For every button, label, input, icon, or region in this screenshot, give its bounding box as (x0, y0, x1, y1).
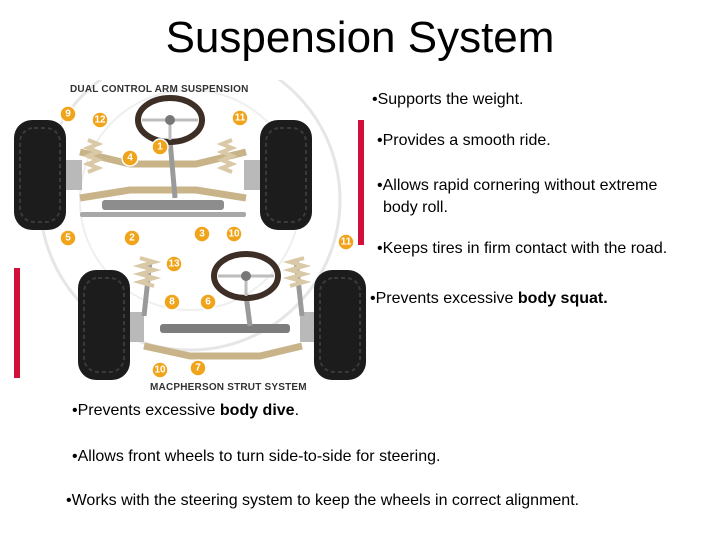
callout-top-10: 10 (225, 225, 243, 243)
svg-text:13: 13 (168, 259, 180, 270)
svg-text:4: 4 (127, 153, 133, 164)
callout-top-9: 9 (59, 105, 77, 123)
accent-bar-top (358, 120, 364, 245)
callout-top-4: 4 (121, 149, 139, 167)
callout-bottom-8: 8 (163, 293, 181, 311)
accent-bar-bottom (14, 268, 20, 378)
callout-top-3: 3 (193, 225, 211, 243)
bullet-tire-contact: •Keeps tires in firm contact with the ro… (377, 240, 668, 257)
bullet-body-dive-period: . (294, 402, 300, 419)
callout-top-5: 5 (59, 229, 77, 247)
top-left-tire (14, 120, 66, 230)
svg-text:11: 11 (235, 113, 246, 124)
bullet-body-squat: •Prevents excessive body squat. (370, 288, 608, 309)
callout-bottom-7: 7 (189, 359, 207, 377)
bullet-smooth-ride: •Provides a smooth ride. (377, 132, 551, 149)
bottom-diagram-label: MACPHERSON STRUT SYSTEM (150, 382, 307, 393)
callout-top-2: 2 (123, 229, 141, 247)
callout-bottom-10: 10 (151, 361, 169, 379)
bullet-body-dive-bold: body dive (219, 402, 295, 419)
bullet-body-dive-text: •Prevents excessive (72, 402, 220, 419)
bottom-right-tire (314, 270, 366, 380)
callout-bottom-13: 13 (165, 255, 183, 273)
callout-top-1: 1 (151, 138, 169, 156)
callout-top-11: 11 (231, 109, 249, 127)
svg-text:12: 12 (94, 115, 106, 126)
bottom-assembly (78, 251, 366, 380)
bullet-body-squat-bold: body squat. (517, 290, 608, 307)
bullet-body-squat-text: •Prevents excessive (370, 290, 518, 307)
svg-text:1: 1 (157, 142, 163, 153)
svg-text:6: 6 (205, 297, 211, 308)
bullet-rapid-cornering-cont: body roll. (383, 199, 448, 216)
svg-text:10: 10 (154, 365, 166, 376)
bullet-alignment: •Works with the steering system to keep … (66, 492, 580, 509)
svg-text:11: 11 (341, 237, 352, 248)
callout-top-12: 12 (91, 111, 109, 129)
svg-text:7: 7 (195, 363, 201, 374)
callout-bottom-11: 11 (337, 233, 355, 251)
svg-text:5: 5 (65, 233, 71, 244)
bullet-supports-weight: •Supports the weight. (372, 91, 524, 108)
slide-title: Suspension System (165, 13, 555, 62)
callout-bottom-6: 6 (199, 293, 217, 311)
bullet-rapid-cornering: •Allows rapid cornering without extreme (377, 177, 658, 194)
bullet-steering-turn: •Allows front wheels to turn side-to-sid… (72, 448, 441, 465)
bottom-left-tire (78, 270, 130, 380)
top-diagram-label: DUAL CONTROL ARM SUSPENSION (70, 84, 249, 95)
suspension-illustration: DUAL CONTROL ARM SUSPENSION MACPHERSON S… (14, 80, 366, 393)
bullet-body-dive: •Prevents excessive body dive. (72, 400, 299, 421)
top-right-tire (260, 120, 312, 230)
svg-text:10: 10 (228, 229, 240, 240)
svg-text:9: 9 (65, 109, 71, 120)
svg-text:3: 3 (199, 229, 205, 240)
svg-text:8: 8 (169, 297, 175, 308)
svg-text:2: 2 (129, 233, 135, 244)
top-assembly (14, 95, 312, 230)
